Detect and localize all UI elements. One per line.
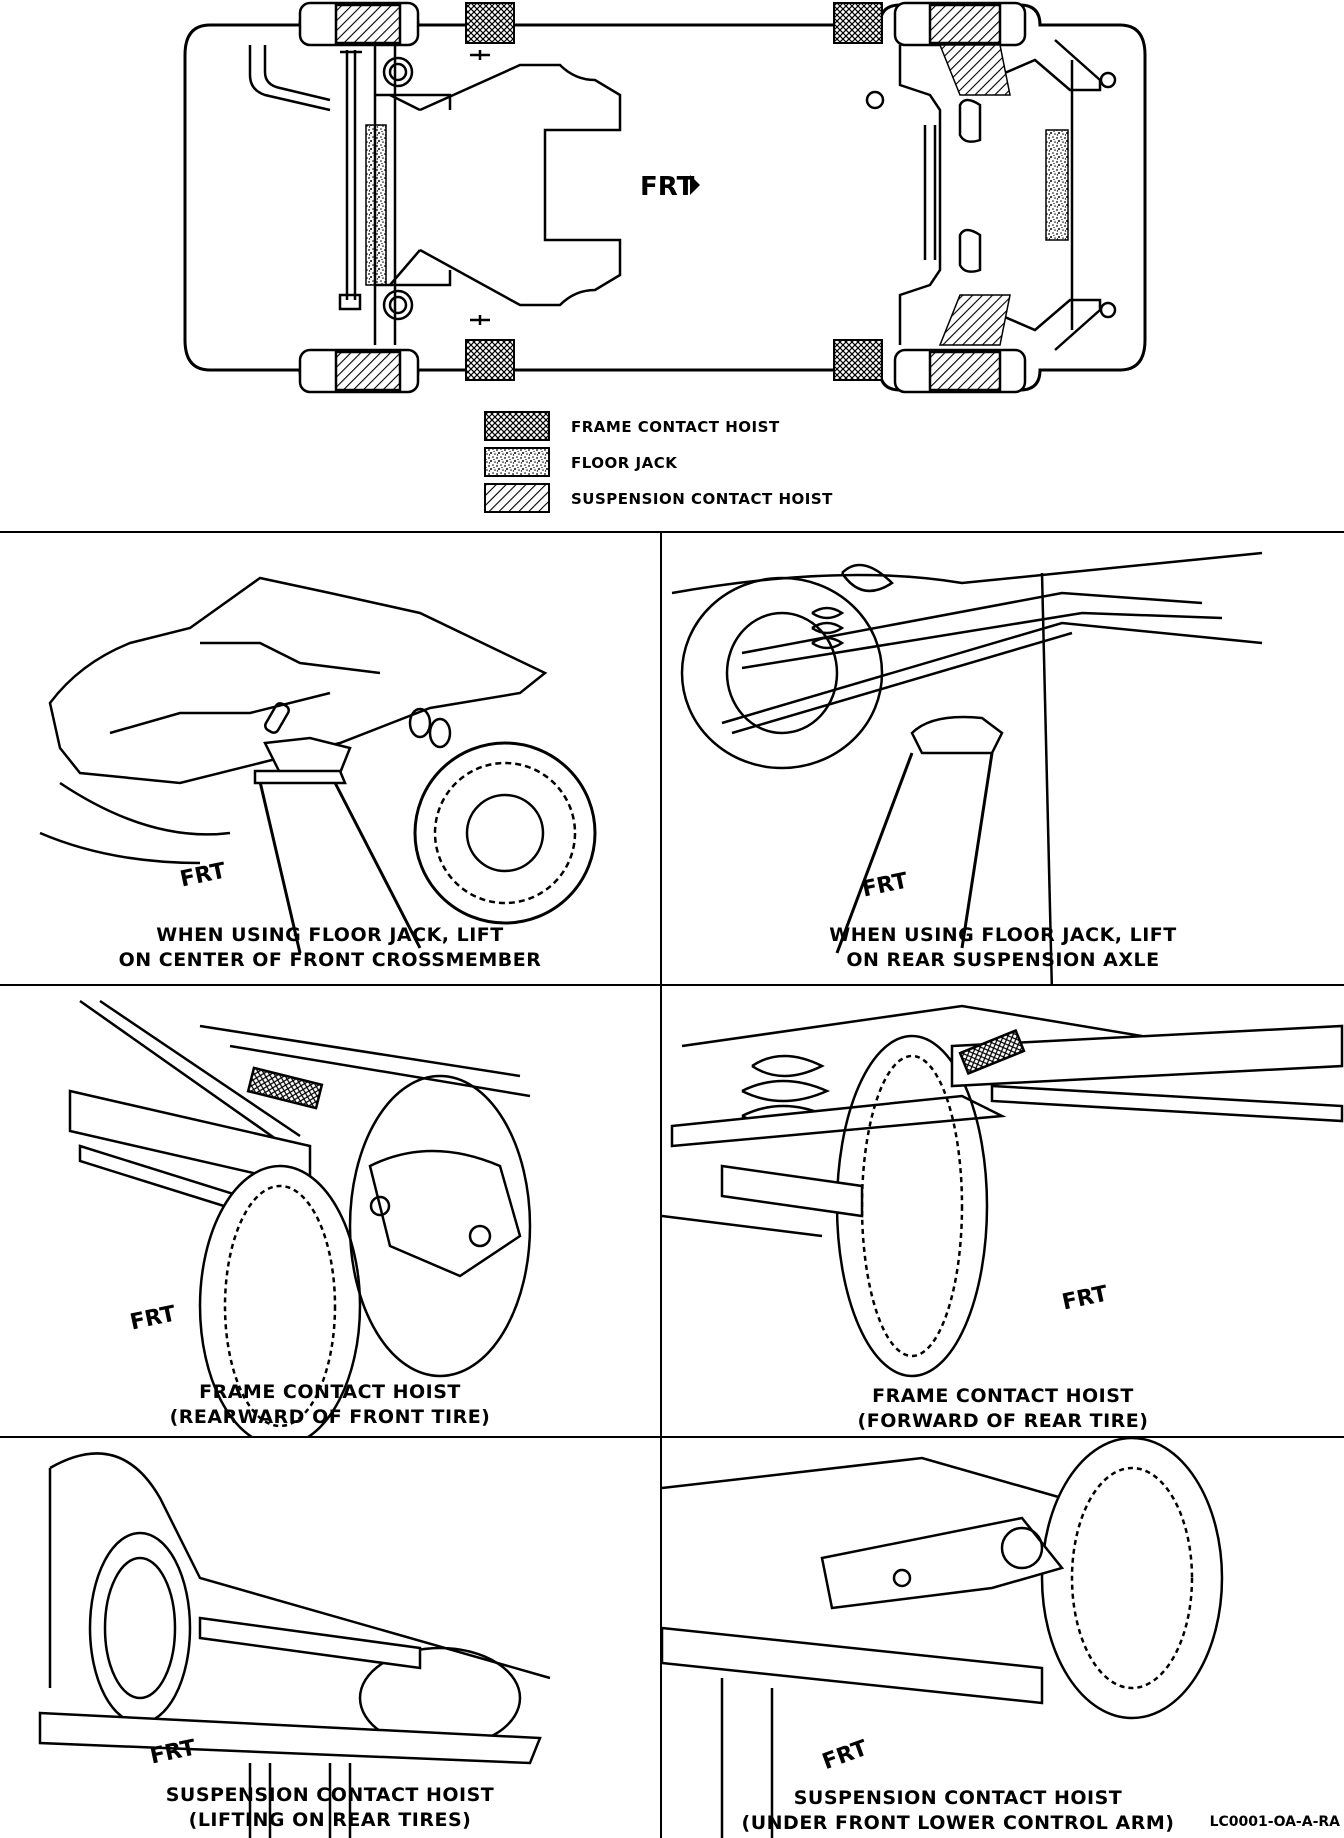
caption-line: WHEN USING FLOOR JACK, LIFT: [829, 924, 1177, 946]
grid-divider: [660, 531, 662, 1838]
caption-line: (LIFTING ON REAR TIRES): [188, 1809, 472, 1831]
panel-rear-suspension-axle: FRT WHEN USING FLOOR JACK, LIFT ON REAR …: [662, 533, 1344, 984]
caption-line: SUSPENSION CONTACT HOIST: [165, 1784, 495, 1806]
vehicle-underside-diagram: FRT FRAME CONTACT HOIST FLOOR JACK SUSPE…: [0, 0, 1344, 530]
caption-line: FRAME CONTACT HOIST: [199, 1381, 461, 1403]
panel-caption: SUSPENSION CONTACT HOIST (UNDER FRONT LO…: [662, 1786, 1254, 1836]
grid-divider: [0, 984, 1344, 986]
caption-line: (FORWARD OF REAR TIRE): [857, 1410, 1149, 1432]
caption-line: ON REAR SUSPENSION AXLE: [846, 949, 1160, 971]
caption-line: (REARWARD OF FRONT TIRE): [169, 1406, 491, 1428]
caption-line: WHEN USING FLOOR JACK, LIFT: [156, 924, 504, 946]
panel-frame-forward-rear-tire: FRT FRAME CONTACT HOIST (FORWARD OF REAR…: [662, 986, 1344, 1436]
panel-suspension-rear-tires: FRT SUSPENSION CONTACT HOIST (LIFTING ON…: [0, 1438, 660, 1838]
caption-line: FRAME CONTACT HOIST: [872, 1385, 1134, 1407]
direction-marker: FRT: [640, 172, 695, 202]
panel-frame-rearward-front-tire: FRT FRAME CONTACT HOIST (REARWARD OF FRO…: [0, 986, 660, 1436]
caption-line: (UNDER FRONT LOWER CONTROL ARM): [741, 1812, 1175, 1834]
legend-label-floor-jack: FLOOR JACK: [571, 454, 678, 472]
panel-caption: FRAME CONTACT HOIST (FORWARD OF REAR TIR…: [662, 1384, 1344, 1434]
panel-caption: FRAME CONTACT HOIST (REARWARD OF FRONT T…: [0, 1380, 660, 1430]
panel-caption: SUSPENSION CONTACT HOIST (LIFTING ON REA…: [0, 1783, 660, 1833]
front-left-tire: [298, 1, 1027, 394]
legend-label-frame-contact-hoist: FRAME CONTACT HOIST: [571, 418, 780, 436]
grid-divider: [0, 1436, 1344, 1438]
panel-front-crossmember: FRT WHEN USING FLOOR JACK, LIFT ON CENTE…: [0, 533, 660, 984]
panel-caption: WHEN USING FLOOR JACK, LIFT ON REAR SUSP…: [662, 923, 1344, 973]
caption-line: SUSPENSION CONTACT HOIST: [793, 1787, 1123, 1809]
grid-divider: [0, 531, 1344, 533]
reference-code: LC0001-OA-A-RA: [1209, 1814, 1340, 1830]
legend-label-suspension-contact-hoist: SUSPENSION CONTACT HOIST: [571, 490, 833, 508]
panel-suspension-front-lower-control-arm: FRT SUSPENSION CONTACT HOIST (UNDER FRON…: [662, 1438, 1344, 1838]
panel-caption: WHEN USING FLOOR JACK, LIFT ON CENTER OF…: [0, 923, 660, 973]
caption-line: ON CENTER OF FRONT CROSSMEMBER: [118, 949, 542, 971]
